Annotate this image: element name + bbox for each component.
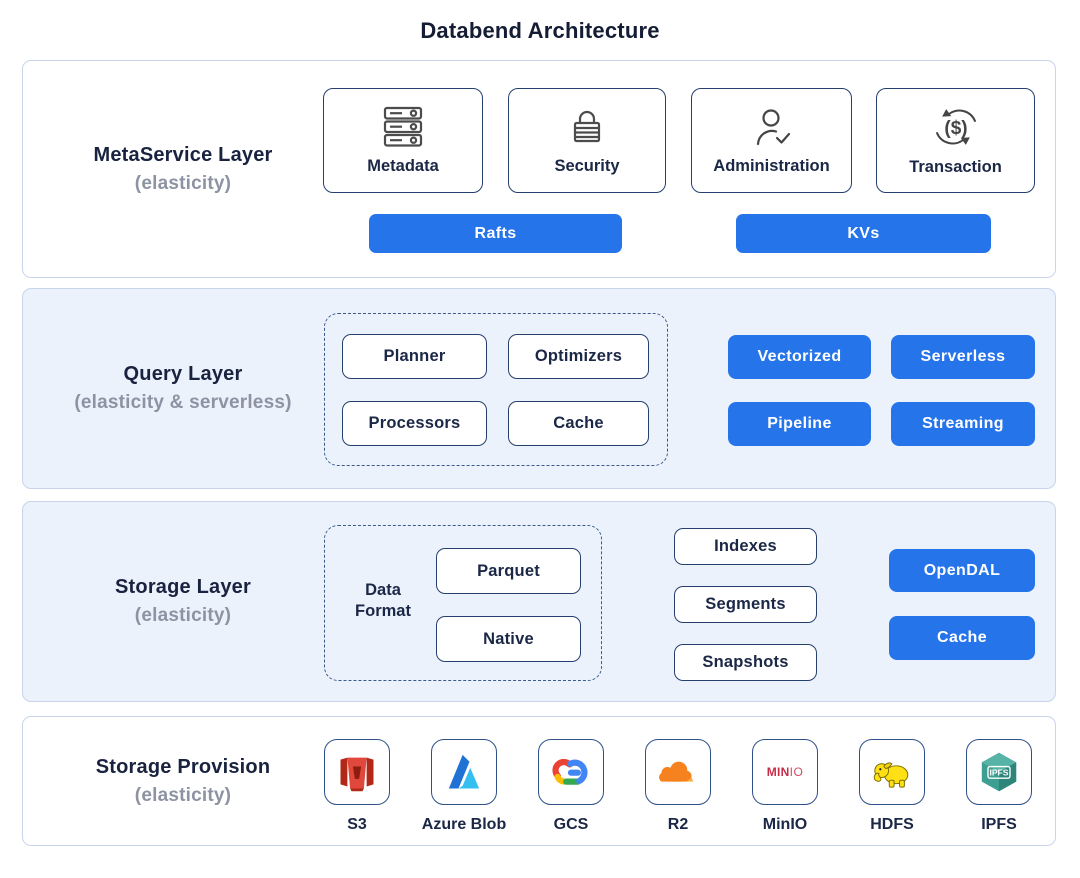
- ipfs-icon-text: IPFS: [989, 767, 1008, 777]
- card-label: Administration: [713, 156, 830, 175]
- minio-icon: MINIO: [767, 765, 804, 779]
- pill-rafts: Rafts: [369, 214, 622, 253]
- card-label: Metadata: [367, 156, 439, 175]
- lock-icon: [565, 106, 609, 148]
- transaction-glyph: ($): [944, 118, 967, 139]
- card-label: Security: [554, 156, 620, 175]
- provider-label: Azure Blob: [421, 816, 507, 833]
- layer-title: MetaService Layer: [93, 143, 273, 166]
- card-transaction: ($) Transaction: [876, 88, 1035, 193]
- card-administration: Administration: [691, 88, 852, 193]
- pill-vectorized: Vectorized: [728, 335, 871, 379]
- layer-metaservice: MetaService Layer (elasticity) Metadata …: [22, 60, 1056, 278]
- data-format-label: Data Format: [355, 581, 411, 621]
- box-parquet: Parquet: [436, 548, 581, 594]
- provider-label: HDFS: [870, 816, 914, 833]
- provider-label: IPFS: [981, 816, 1017, 833]
- dollar-cycle-icon: ($): [933, 105, 979, 149]
- layer-subtitle: (elasticity): [134, 605, 232, 627]
- s3-icon: [335, 750, 379, 794]
- page-title: Databend Architecture: [420, 18, 660, 43]
- server-stack-icon: [380, 106, 426, 148]
- pill-pipeline: Pipeline: [728, 402, 871, 446]
- provider-tile-azure-blob: Azure Blob: [422, 739, 506, 833]
- layer-subtitle: (elasticity): [134, 784, 232, 806]
- card-label: Transaction: [909, 157, 1002, 176]
- user-check-icon: [749, 106, 795, 148]
- provider-tile-ipfs: IPFS IPFS: [966, 739, 1032, 833]
- provider-tile-s3: S3: [324, 739, 390, 833]
- box-optimizers: Optimizers: [508, 334, 649, 379]
- storage-layer-label: Storage Layer (elasticity): [37, 502, 329, 701]
- provider-label: S3: [347, 816, 367, 833]
- card-security: Security: [508, 88, 666, 193]
- box-planner: Planner: [342, 334, 487, 379]
- gcs-icon: [549, 750, 593, 794]
- pill-opendal: OpenDAL: [889, 549, 1035, 592]
- minio-wordmark-solid: MIN: [766, 765, 790, 779]
- provider-tile-gcs: GCS: [538, 739, 604, 833]
- data-format-group: [324, 525, 602, 681]
- layer-title: Storage Layer: [115, 576, 251, 599]
- layer-subtitle: (elasticity & serverless): [74, 392, 292, 414]
- provider-label: MinIO: [762, 816, 808, 833]
- box-cache: Cache: [508, 401, 649, 446]
- pill-streaming: Streaming: [891, 402, 1035, 446]
- box-snapshots: Snapshots: [674, 644, 817, 681]
- hadoop-elephant-icon: [869, 750, 915, 794]
- cloudflare-icon: [655, 750, 701, 794]
- query-components-group: [324, 313, 668, 466]
- layer-storage-provision: Storage Provision (elasticity) S3 Azure …: [22, 716, 1056, 846]
- provider-tile-minio: MINIO MinIO: [752, 739, 818, 833]
- query-layer-label: Query Layer (elasticity & serverless): [37, 289, 329, 488]
- box-native: Native: [436, 616, 581, 662]
- provider-label: GCS: [553, 816, 589, 833]
- box-processors: Processors: [342, 401, 487, 446]
- minio-wordmark-thin: IO: [789, 765, 804, 779]
- layer-title: Storage Provision: [95, 755, 271, 778]
- pill-kvs: KVs: [736, 214, 991, 253]
- provider-tile-hdfs: HDFS: [859, 739, 925, 833]
- layer-title: Query Layer: [123, 363, 243, 386]
- box-indexes: Indexes: [674, 528, 817, 565]
- provider-label: R2: [667, 816, 689, 833]
- card-metadata: Metadata: [323, 88, 483, 193]
- provider-tile-r2: R2: [645, 739, 711, 833]
- layer-storage: Storage Layer (elasticity) Data Format P…: [22, 501, 1056, 702]
- azure-icon: [442, 750, 486, 794]
- box-segments: Segments: [674, 586, 817, 623]
- pill-serverless: Serverless: [891, 335, 1035, 379]
- layer-subtitle: (elasticity): [134, 172, 232, 194]
- layer-query: Query Layer (elasticity & serverless) Pl…: [22, 288, 1056, 489]
- pill-storage-cache: Cache: [889, 616, 1035, 660]
- provision-layer-label: Storage Provision (elasticity): [37, 717, 329, 845]
- ipfs-cube-icon: IPFS: [977, 750, 1021, 794]
- metaservice-layer-label: MetaService Layer (elasticity): [37, 61, 329, 277]
